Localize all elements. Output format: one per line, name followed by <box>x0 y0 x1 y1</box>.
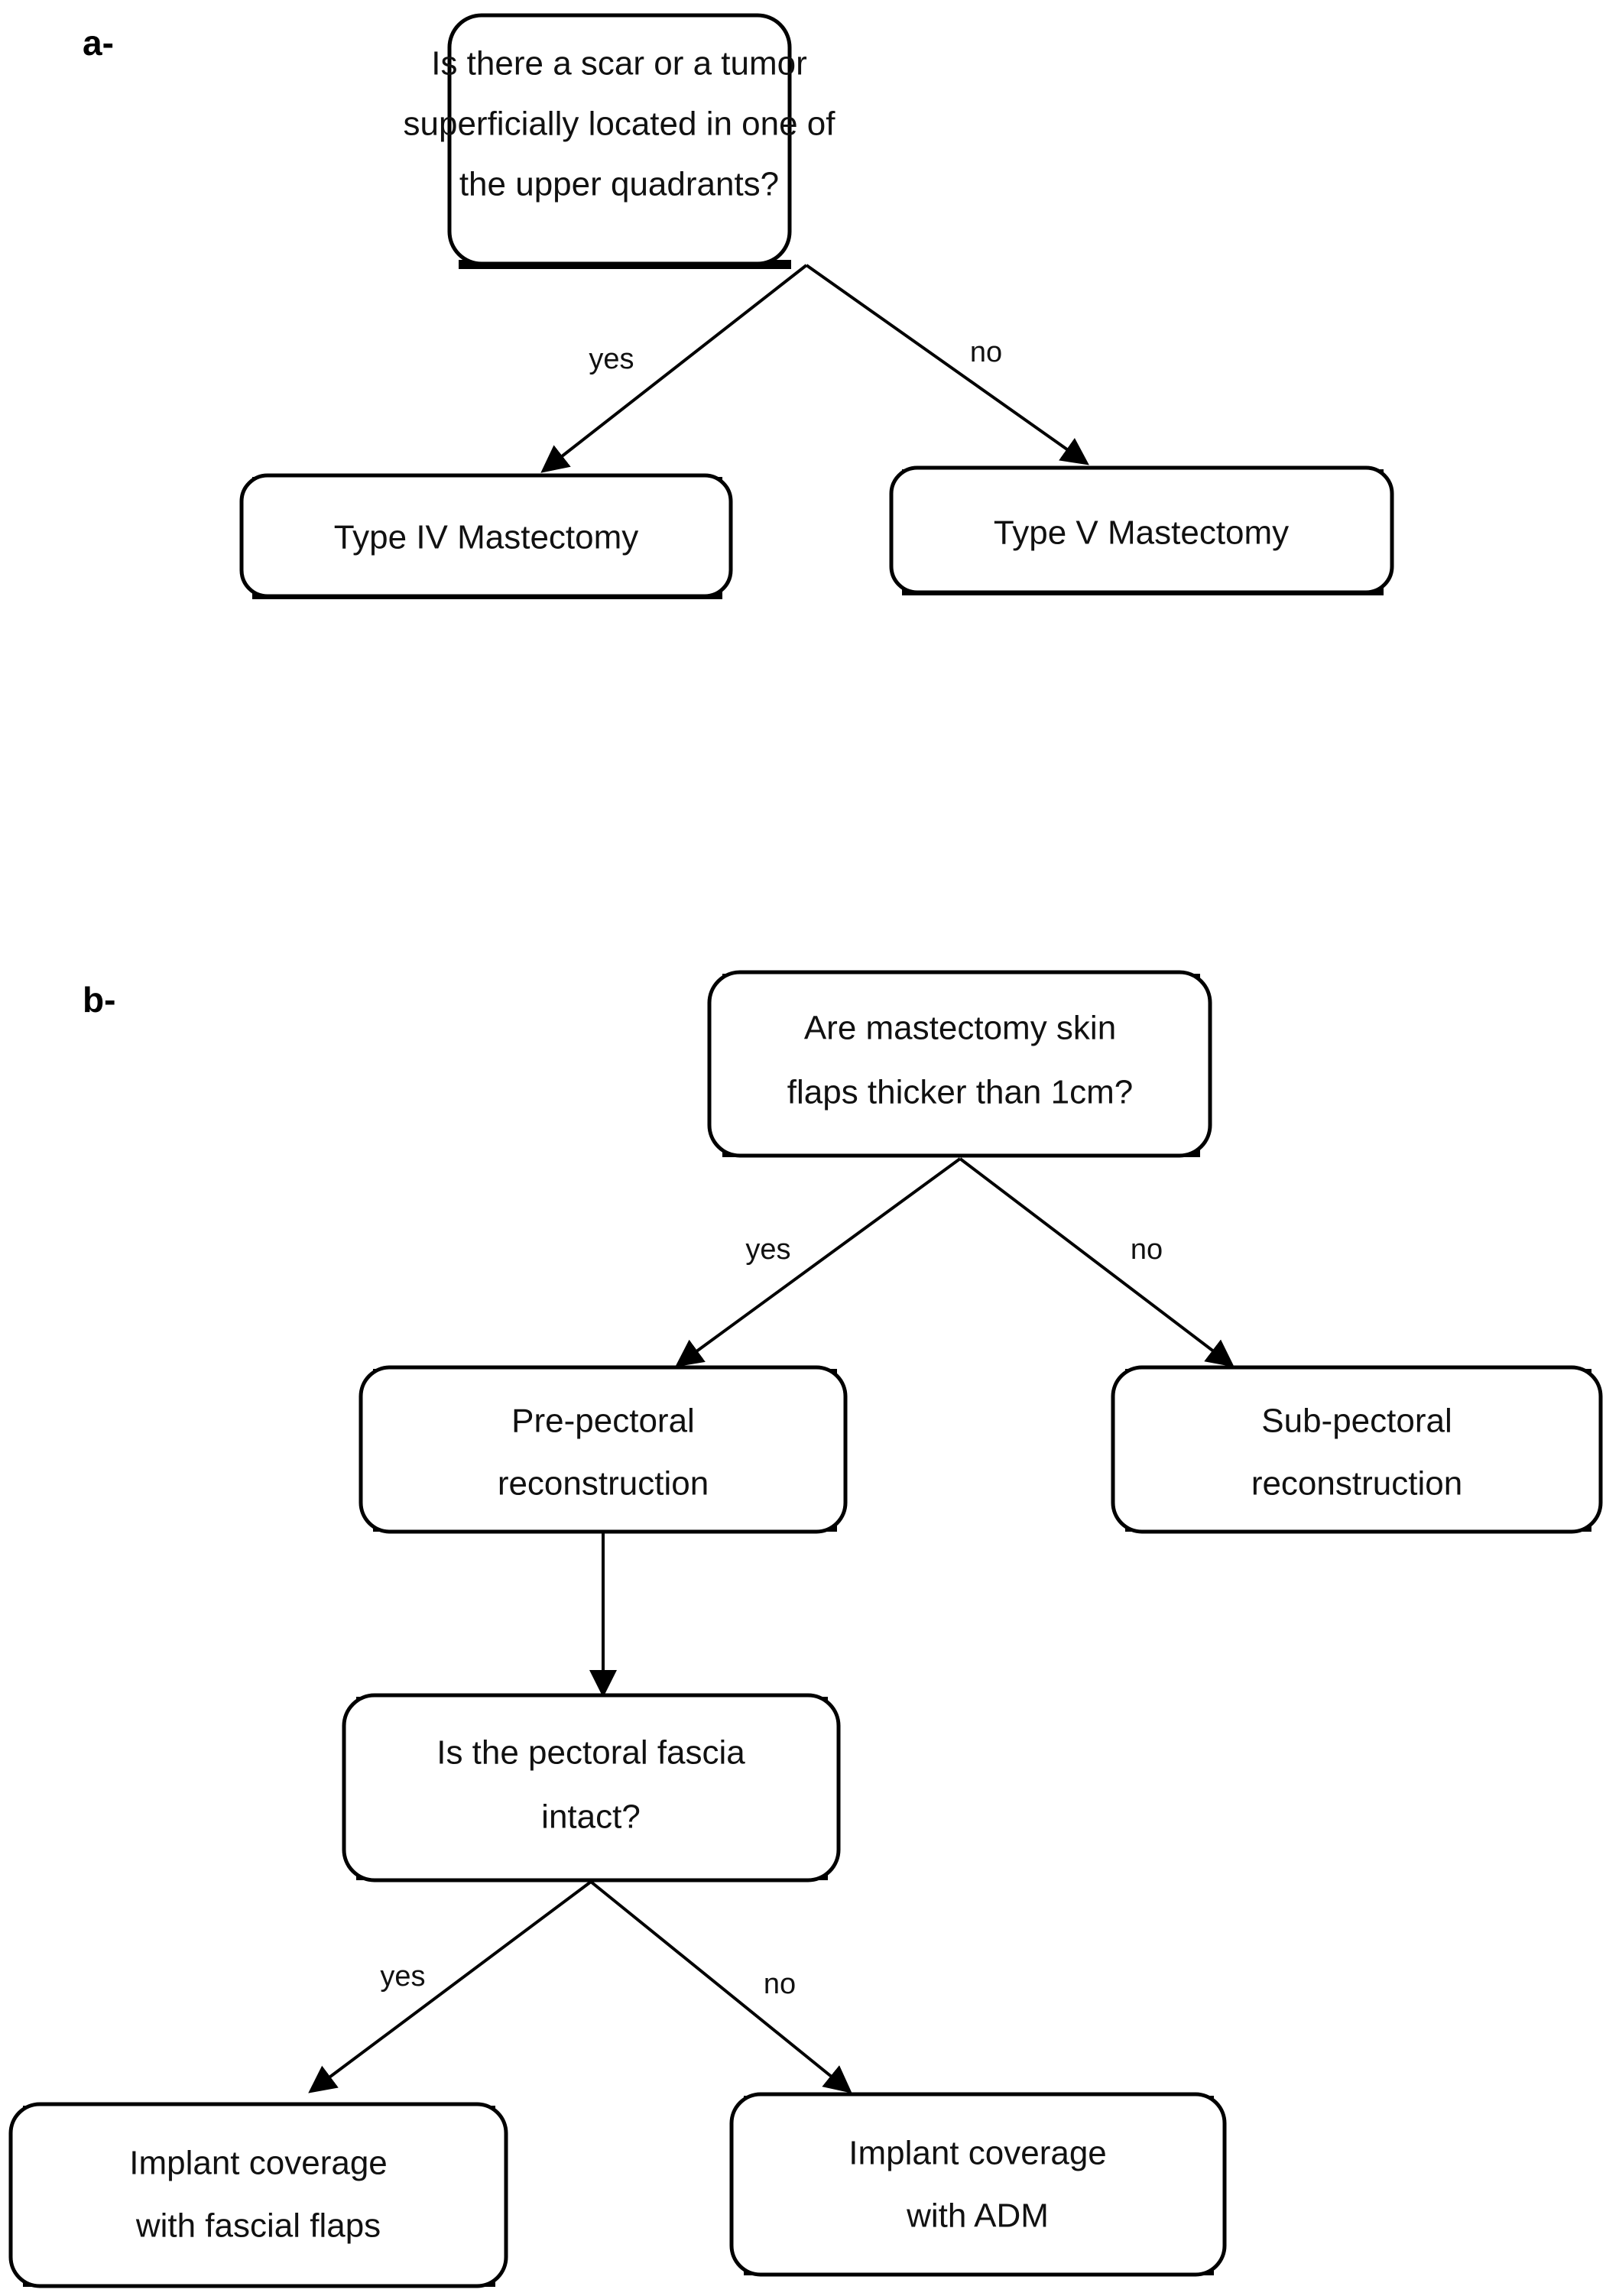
panel-b-label: b- <box>83 980 115 1020</box>
node-type-v-mastectomy: Type V Mastectomy <box>889 465 1394 595</box>
edge-a-no <box>805 264 1089 465</box>
node-sub-pectoral-line-1: Sub-pectoral <box>1261 1403 1452 1440</box>
node-decision-scar-tumor-line-2: superficially located in one of <box>404 105 836 143</box>
node-pre-pectoral-line-2: reconstruction <box>498 1465 709 1503</box>
node-implant-coverage-fascial-flaps: Implant coverage with fascial flaps <box>8 2102 508 2288</box>
node-decision-flap-thickness-line-2: flaps thicker than 1cm? <box>787 1074 1133 1111</box>
edge-a-no-label: no <box>970 336 1002 368</box>
node-decision-pectoral-fascia-line-1: Is the pectoral fascia <box>436 1734 745 1772</box>
node-sub-pectoral-reconstruction: Sub-pectoral reconstruction <box>1111 1365 1603 1534</box>
node-decision-flap-thickness-line-1: Are mastectomy skin <box>804 1010 1116 1047</box>
node-decision-pectoral-fascia-line-2: intact? <box>541 1798 641 1836</box>
node-type-iv-mastectomy: Type IV Mastectomy <box>239 473 733 599</box>
node-coverage-adm-line-1: Implant coverage <box>848 2135 1107 2172</box>
edge-a-yes <box>540 264 808 473</box>
edge-b-flaps-no <box>959 1157 1235 1367</box>
edge-b-flaps-yes-label: yes <box>745 1234 790 1266</box>
node-decision-flap-thickness: Are mastectomy skin flaps thicker than 1… <box>707 970 1212 1158</box>
edge-b-fascia-no-label: no <box>764 1968 796 2000</box>
node-type-v-mastectomy-line-1: Type V Mastectomy <box>994 514 1289 552</box>
edge-b-flaps-no-label: no <box>1131 1234 1163 1266</box>
node-decision-scar-tumor-line-1: Is there a scar or a tumor <box>431 45 807 83</box>
node-type-iv-mastectomy-line-1: Type IV Mastectomy <box>334 519 639 556</box>
node-decision-scar-tumor-line-3: the upper quadrants? <box>459 166 779 203</box>
node-coverage-fascial-line-2: with fascial flaps <box>135 2207 381 2245</box>
node-pre-pectoral-line-1: Pre-pectoral <box>511 1403 695 1440</box>
edge-b-fascia-yes-label: yes <box>380 1960 425 1993</box>
edge-a-yes-label: yes <box>589 343 634 375</box>
edge-b-fascia-no <box>589 1880 852 2093</box>
edge-b-flaps-yes <box>675 1157 962 1367</box>
node-decision-scar-tumor: Is there a scar or a tumor superficially… <box>404 13 836 269</box>
node-coverage-fascial-line-1: Implant coverage <box>129 2145 388 2182</box>
node-pre-pectoral-reconstruction: Pre-pectoral reconstruction <box>359 1365 848 1534</box>
panel-a-label: a- <box>83 23 114 63</box>
node-decision-pectoral-fascia: Is the pectoral fascia intact? <box>342 1693 841 1883</box>
node-sub-pectoral-line-2: reconstruction <box>1251 1465 1462 1503</box>
edge-b-fascia-yes <box>308 1880 592 2093</box>
node-implant-coverage-adm: Implant coverage with ADM <box>729 2092 1227 2277</box>
node-coverage-adm-line-2: with ADM <box>906 2197 1049 2235</box>
